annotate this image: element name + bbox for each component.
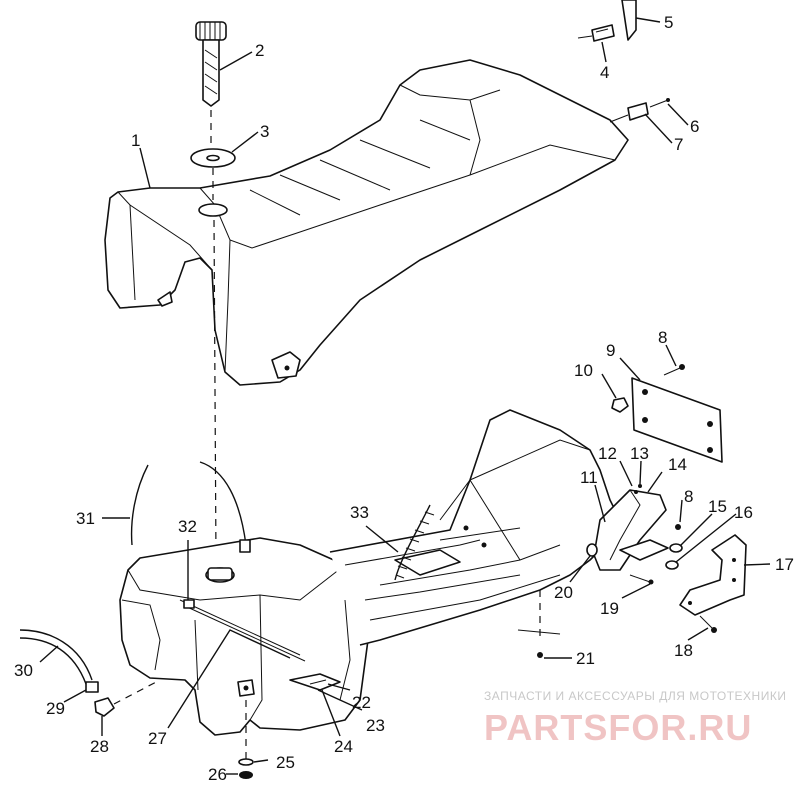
fuel-line-hose-2 <box>19 637 87 685</box>
callout-16: 16 <box>734 503 753 522</box>
watermark-logo: PARTSFOR.RU <box>484 707 752 748</box>
callout-15: 15 <box>708 497 727 516</box>
callout-23: 23 <box>366 716 385 735</box>
callout-8-mid: 8 <box>684 487 693 506</box>
callout-7: 7 <box>674 135 683 154</box>
callout-17: 17 <box>775 555 794 574</box>
callout-29: 29 <box>46 699 65 718</box>
watermark: ЗАПЧАСТИ И АКСЕССУАРЫ ДЛЯ МОТОТЕХНИКИ PA… <box>484 689 786 748</box>
callout-24: 24 <box>334 737 353 756</box>
callout-21: 21 <box>576 649 595 668</box>
mount-plate <box>631 377 723 463</box>
callout-14: 14 <box>668 455 687 474</box>
callout-3: 3 <box>260 122 269 141</box>
callout-33: 33 <box>350 503 369 522</box>
callout-28: 28 <box>90 737 109 756</box>
callout-labels: 1 2 3 4 5 6 7 8 9 10 11 12 13 14 8 15 16… <box>14 13 794 784</box>
callout-11: 11 <box>580 468 598 487</box>
callout-25: 25 <box>276 753 295 772</box>
seat-assembly <box>104 59 629 386</box>
callout-9: 9 <box>606 341 615 360</box>
callout-4: 4 <box>600 63 609 82</box>
chassis-base <box>329 409 621 646</box>
washer <box>190 148 236 168</box>
clip-part <box>577 0 637 42</box>
leader-lines <box>39 17 771 775</box>
callout-20: 20 <box>554 583 573 602</box>
callout-31: 31 <box>76 509 95 528</box>
callout-8-top: 8 <box>658 328 667 347</box>
callout-12: 12 <box>598 444 617 463</box>
spring-cable <box>394 504 431 581</box>
hitch-bracket <box>593 489 667 571</box>
callout-13: 13 <box>630 444 649 463</box>
callout-32: 32 <box>178 517 197 536</box>
callout-18: 18 <box>674 641 693 660</box>
callout-27: 27 <box>148 729 167 748</box>
fuel-cap <box>195 21 227 107</box>
hose-clamp <box>85 681 99 693</box>
callout-19: 19 <box>600 599 619 618</box>
callout-1: 1 <box>131 131 140 150</box>
vent-hose-right <box>199 461 247 546</box>
callout-10: 10 <box>574 361 593 380</box>
hose-fitting <box>239 539 251 553</box>
callout-22: 22 <box>352 693 371 712</box>
rear-bracket <box>679 534 747 616</box>
callout-26: 26 <box>208 765 227 784</box>
callout-2: 2 <box>255 41 264 60</box>
callout-6: 6 <box>690 117 699 136</box>
elbow-fitting <box>94 697 115 717</box>
fuel-line-hose <box>19 629 93 681</box>
callout-5: 5 <box>664 13 673 32</box>
watermark-tagline: ЗАПЧАСТИ И АКСЕССУАРЫ ДЛЯ МОТОТЕХНИКИ <box>484 689 786 703</box>
callout-30: 30 <box>14 661 33 680</box>
vent-hose-left <box>130 464 149 546</box>
bracket-part <box>609 98 670 123</box>
